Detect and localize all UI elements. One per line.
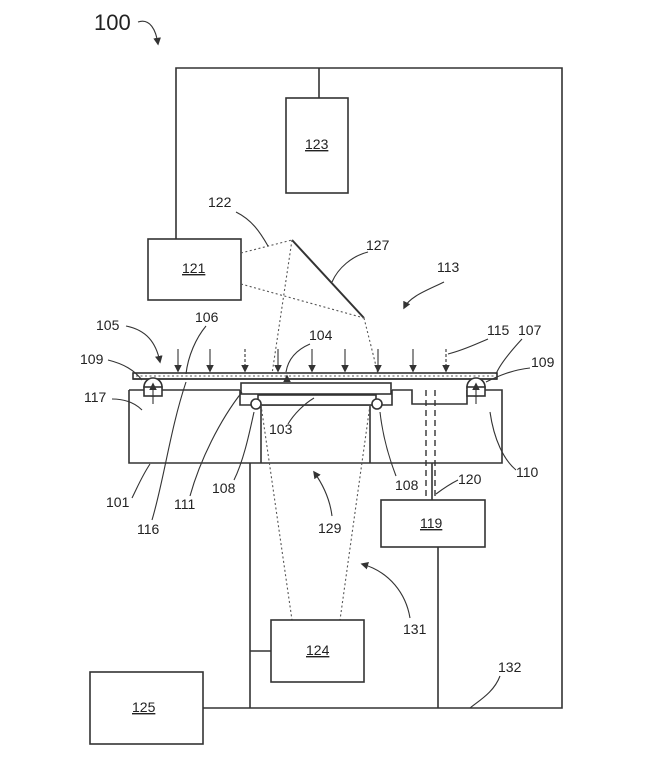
- box-124-label: 124: [306, 642, 330, 658]
- label-131: 131: [403, 621, 427, 637]
- label-107: 107: [518, 322, 542, 338]
- leader-107: [495, 338, 523, 375]
- label-111: 111: [174, 496, 195, 512]
- leader-122: [235, 211, 269, 247]
- label-101: 101: [106, 494, 130, 510]
- leader-109-left: [107, 359, 143, 381]
- leader-113: [403, 281, 445, 310]
- leader-109-right: [485, 367, 531, 383]
- label-120: 120: [458, 471, 482, 487]
- label-104: 104: [309, 327, 333, 343]
- roller-108-right: [371, 398, 383, 410]
- box-119: [380, 499, 486, 548]
- roller-108-left: [250, 398, 262, 410]
- leader-103: [287, 397, 315, 425]
- optical-path-down-right: [363, 317, 379, 375]
- plate-103-lower: [257, 394, 377, 406]
- leader-106: [185, 325, 207, 375]
- mirror-127: [291, 239, 365, 319]
- label-106: 106: [195, 309, 219, 325]
- label-132: 132: [498, 659, 522, 675]
- leader-127: [331, 251, 369, 283]
- label-115: 115: [487, 322, 510, 338]
- box-121-label: 121: [182, 260, 206, 276]
- label-113: 113: [437, 259, 460, 275]
- leader-116: [151, 381, 187, 521]
- box-125: [89, 671, 204, 745]
- leader-129: [313, 470, 333, 517]
- label-117: 117: [84, 389, 107, 405]
- leader-132: [469, 675, 501, 709]
- light-cone-right: [339, 404, 371, 621]
- label-108-right: 108: [395, 477, 419, 493]
- leader-110: [489, 411, 517, 471]
- stage-base-101: [128, 389, 503, 464]
- leader-131: [360, 561, 411, 619]
- enclosure-frame: [175, 67, 563, 709]
- leader-101: [131, 463, 151, 499]
- optical-path-upper: [240, 239, 293, 254]
- box-124: [270, 619, 365, 683]
- light-cone-left: [260, 404, 293, 621]
- optical-path-down-left: [271, 239, 293, 375]
- label-109-left: 109: [80, 351, 104, 367]
- label-122: 122: [208, 194, 232, 210]
- leader-108-right: [379, 411, 397, 477]
- optical-path-lower: [240, 283, 365, 319]
- leader-104: [285, 343, 311, 373]
- box-125-label: 125: [132, 699, 156, 715]
- box-121: [147, 238, 242, 301]
- label-116: 116: [137, 521, 160, 537]
- leader-105: [125, 325, 163, 364]
- label-129: 129: [318, 520, 342, 536]
- label-105: 105: [96, 317, 120, 333]
- leader-111: [189, 391, 243, 497]
- pressure-arrows-115: [174, 349, 450, 373]
- label-108-left: 108: [212, 480, 236, 496]
- box-123-label: 123: [305, 136, 329, 152]
- label-109-right: 109: [531, 354, 555, 370]
- leader-108-left: [233, 411, 255, 481]
- leader-117: [111, 398, 143, 411]
- label-110: 110: [516, 464, 539, 480]
- box-123: [285, 97, 349, 194]
- leader-120: [435, 479, 459, 495]
- plate-103: [240, 382, 392, 395]
- label-127: 127: [366, 237, 390, 253]
- figure-arrow: [137, 20, 161, 46]
- box-119-label: 119: [420, 515, 443, 531]
- label-103: 103: [269, 421, 293, 437]
- figure-number: 100: [94, 10, 131, 35]
- leader-115: [447, 338, 489, 355]
